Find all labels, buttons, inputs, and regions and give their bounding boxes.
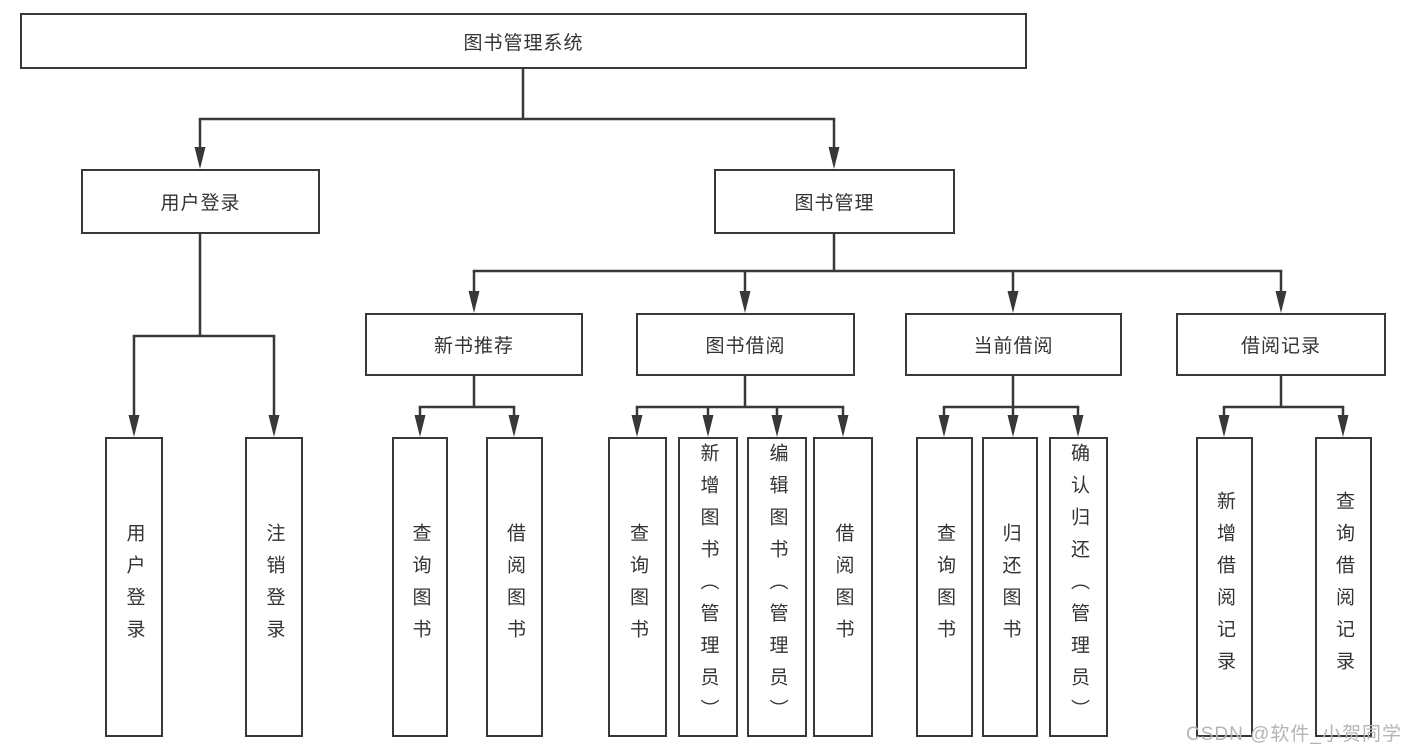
- arrowhead-down-icon: [468, 291, 480, 313]
- node-user-login-leaf-label: 用户登录: [123, 523, 145, 651]
- arrowhead-down-icon: [1007, 415, 1019, 437]
- node-logout-label: 注销登录: [263, 523, 285, 651]
- node-confirm-return-admin: 确认归还（管理员）: [1049, 437, 1108, 737]
- arrowhead-down-icon: [1072, 415, 1084, 437]
- node-borrow-books-borrowing-label: 借阅图书: [832, 523, 854, 651]
- arrowhead-down-icon: [702, 415, 714, 437]
- node-new-book-recommend-label: 新书推荐: [433, 336, 514, 357]
- arrowhead-down-icon: [194, 147, 206, 169]
- arrowhead-down-icon: [1007, 291, 1019, 313]
- arrowhead-down-icon: [268, 415, 280, 437]
- node-query-books-current: 查询图书: [916, 437, 973, 737]
- node-add-borrow-record-label: 新增借阅记录: [1214, 491, 1235, 683]
- node-confirm-return-admin-label: 确认归还（管理员）: [1068, 443, 1089, 731]
- arrowhead-down-icon: [631, 415, 643, 437]
- node-edit-books-admin: 编辑图书（管理员）: [747, 437, 807, 737]
- arrowhead-down-icon: [128, 415, 140, 437]
- node-query-books-current-label: 查询图书: [934, 523, 955, 651]
- node-library-system-label: 图书管理系统: [463, 32, 584, 54]
- node-current-borrowing: 当前借阅: [905, 313, 1122, 376]
- node-borrowing-records-label: 借阅记录: [1240, 336, 1321, 357]
- node-return-books: 归还图书: [982, 437, 1038, 737]
- csdn-watermark: CSDN @软件_小贺同学: [1186, 724, 1402, 745]
- arrowhead-down-icon: [771, 415, 783, 437]
- node-edit-books-admin-label: 编辑图书（管理员）: [766, 443, 788, 731]
- node-add-books-admin-label: 新增图书（管理员）: [697, 443, 719, 731]
- node-new-book-recommend: 新书推荐: [365, 313, 583, 376]
- node-user-login-leaf: 用户登录: [105, 437, 163, 737]
- node-book-borrowing: 图书借阅: [636, 313, 855, 376]
- node-add-books-admin: 新增图书（管理员）: [678, 437, 738, 737]
- node-borrow-books-recommend-label: 借阅图书: [504, 523, 525, 651]
- arrowhead-down-icon: [414, 415, 426, 437]
- node-book-borrowing-label: 图书借阅: [705, 336, 786, 357]
- node-logout: 注销登录: [245, 437, 303, 737]
- node-borrowing-records: 借阅记录: [1176, 313, 1386, 376]
- arrowhead-down-icon: [1275, 291, 1287, 313]
- arrowhead-down-icon: [938, 415, 950, 437]
- node-return-books-label: 归还图书: [999, 523, 1021, 651]
- arrowhead-down-icon: [828, 147, 840, 169]
- node-query-borrow-record: 查询借阅记录: [1315, 437, 1372, 737]
- node-library-system: 图书管理系统: [20, 13, 1027, 69]
- node-borrow-books-borrowing: 借阅图书: [813, 437, 873, 737]
- node-user-login: 用户登录: [81, 169, 320, 234]
- node-query-borrow-record-label: 查询借阅记录: [1333, 491, 1354, 683]
- node-book-management-label: 图书管理: [794, 193, 875, 214]
- node-query-books-borrowing: 查询图书: [608, 437, 667, 737]
- node-user-login-label: 用户登录: [160, 193, 241, 214]
- node-add-borrow-record: 新增借阅记录: [1196, 437, 1253, 737]
- arrowhead-down-icon: [739, 291, 751, 313]
- arrowhead-down-icon: [837, 415, 849, 437]
- node-query-books-borrowing-label: 查询图书: [627, 523, 648, 651]
- node-query-books-recommend: 查询图书: [392, 437, 448, 737]
- arrowhead-down-icon: [1337, 415, 1349, 437]
- node-query-books-recommend-label: 查询图书: [409, 523, 431, 651]
- node-borrow-books-recommend: 借阅图书: [486, 437, 543, 737]
- node-current-borrowing-label: 当前借阅: [973, 336, 1054, 357]
- arrowhead-down-icon: [508, 415, 520, 437]
- arrowhead-down-icon: [1218, 415, 1230, 437]
- node-book-management: 图书管理: [714, 169, 955, 234]
